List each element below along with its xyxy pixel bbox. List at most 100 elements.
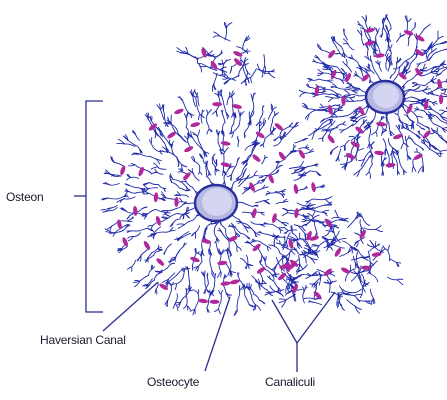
haversian-canal-leader-line [103, 282, 158, 331]
osteocyte [345, 152, 356, 161]
canaliculus [104, 173, 111, 174]
canaliculus [214, 73, 217, 83]
canaliculus [347, 66, 352, 72]
osteocyte [183, 145, 194, 153]
canaliculus [413, 85, 418, 87]
canaliculus [402, 135, 403, 143]
canaliculus [149, 269, 152, 275]
canaliculus [103, 211, 108, 212]
canaliculus [262, 109, 263, 115]
canaliculus [315, 199, 326, 200]
canaliculus [258, 69, 269, 71]
canaliculus [209, 295, 211, 302]
canaliculus [276, 202, 283, 203]
osteocyte [311, 182, 317, 193]
canaliculus [375, 42, 376, 50]
canaliculus [198, 290, 199, 294]
osteocyte [294, 208, 299, 218]
canaliculus [164, 250, 166, 255]
canaliculus [231, 168, 234, 175]
canaliculus [285, 228, 289, 231]
haversian-canal-lumen [202, 188, 232, 216]
canaliculus [227, 175, 231, 177]
canaliculus [412, 140, 415, 144]
canaliculus [262, 233, 268, 234]
canaliculus [214, 224, 217, 231]
canaliculus [265, 133, 272, 138]
canaliculus [365, 158, 369, 163]
canaliculus [302, 221, 306, 222]
haversian-canal-lumen [373, 84, 399, 108]
canaliculus [262, 280, 263, 285]
canaliculus [370, 127, 371, 136]
canaliculus [397, 37, 401, 42]
canaliculus [198, 97, 199, 106]
canaliculus [287, 127, 294, 134]
canaliculus [183, 272, 184, 278]
canaliculus [150, 183, 159, 185]
osteocyte [232, 50, 243, 58]
canaliculus [232, 97, 233, 106]
canaliculus [206, 114, 207, 122]
canaliculus [413, 159, 414, 167]
canaliculus [318, 94, 329, 95]
canaliculus [338, 156, 339, 161]
canaliculus [389, 124, 390, 131]
canaliculus [215, 238, 217, 243]
canaliculus [393, 152, 394, 157]
canaliculus [407, 18, 411, 22]
canaliculus [282, 213, 288, 216]
canaliculus [251, 77, 252, 82]
osteocyte-label: Osteocyte [147, 375, 199, 389]
canaliculus [207, 129, 209, 134]
osteocyte [340, 266, 351, 275]
osteocyte [271, 213, 278, 224]
canaliculus [370, 274, 378, 283]
canaliculus [219, 309, 221, 314]
canaliculus [221, 224, 226, 229]
canaliculus [189, 280, 190, 287]
osteocyte [153, 192, 158, 202]
canaliculus [173, 303, 175, 308]
canaliculus [182, 165, 186, 167]
osteocyte [119, 165, 126, 176]
canaliculus [213, 111, 217, 114]
canaliculus [356, 252, 357, 262]
canaliculus [345, 145, 346, 150]
canaliculus [343, 122, 346, 124]
osteocyte [229, 279, 240, 285]
canaliculus [125, 197, 136, 199]
canaliculus [200, 172, 202, 175]
canaliculus [405, 136, 406, 141]
canaliculus [152, 172, 157, 173]
canaliculus [251, 69, 257, 78]
canaliculus [308, 165, 314, 166]
osteocyte-leader-line [205, 297, 230, 371]
canaliculus [275, 247, 280, 254]
canaliculus [337, 124, 342, 127]
canaliculus [393, 74, 398, 81]
canaliculus [246, 297, 250, 304]
canaliculus [151, 137, 152, 143]
canaliculus [334, 95, 336, 97]
canaliculus [242, 212, 251, 213]
canaliculus [224, 148, 229, 155]
osteocyte [137, 166, 145, 177]
canaliculus [185, 220, 194, 225]
canaliculus [388, 21, 391, 29]
canaliculus [407, 149, 408, 156]
canaliculus [179, 246, 183, 250]
canaliculus [310, 171, 317, 172]
canaliculus [433, 146, 441, 151]
canaliculus [239, 117, 240, 126]
canaliculus [211, 223, 217, 224]
canaliculus [155, 134, 156, 138]
canaliculus [239, 173, 242, 177]
canaliculus [261, 243, 267, 247]
canaliculus [443, 127, 447, 128]
canaliculus [306, 221, 310, 226]
canaliculus [272, 116, 274, 122]
canaliculus [173, 219, 180, 223]
canaliculus [179, 188, 186, 191]
canaliculus [132, 260, 136, 266]
